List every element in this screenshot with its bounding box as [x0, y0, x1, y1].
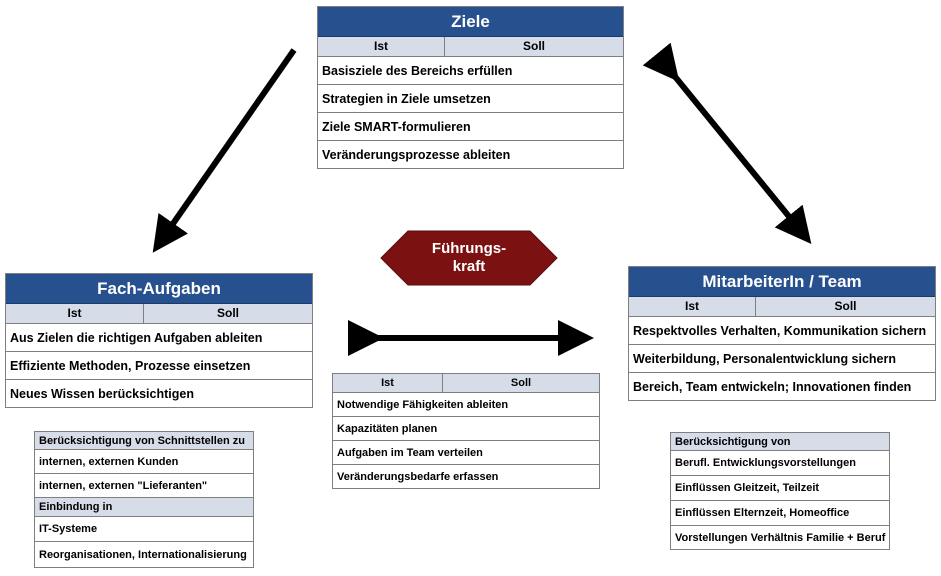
center-row: Veränderungsbedarfe erfassen	[337, 471, 499, 483]
fuehrungskraft-line2: kraft	[452, 258, 486, 275]
center-row: Notwendige Fähigkeiten ableiten	[333, 393, 599, 417]
team-soll-label: Soll	[834, 299, 857, 313]
arrow-ziele-to-fach	[152, 48, 297, 253]
center-ist-label: Ist	[333, 374, 443, 392]
left-small-row: internen, externen Kunden	[35, 450, 253, 474]
left-small-box: Berücksichtigung von Schnittstellen zu i…	[34, 431, 254, 568]
fach-row: Effiziente Methoden, Prozesse einsetzen	[6, 352, 312, 380]
team-row: Weiterbildung, Personalentwicklung siche…	[629, 345, 935, 373]
left-small-row: internen, externen "Lieferanten"	[35, 474, 253, 498]
ziele-row: Basisziele des Bereichs erfüllen	[318, 57, 623, 85]
fach-ist-label: Ist	[6, 304, 144, 323]
ziele-row: Strategien in Ziele umsetzen	[318, 85, 623, 113]
left-small-header-2: Einbindung in	[35, 498, 253, 517]
fach-row: Aus Zielen die richtigen Aufgaben ableit…	[6, 324, 312, 352]
team-row: Respektvolles Verhalten, Kommunikation s…	[629, 317, 935, 345]
fuehrungskraft-hexagon	[380, 230, 558, 286]
team-row: Bereich, Team entwickeln; Innovationen f…	[633, 380, 912, 394]
fach-aufgaben-box: Fach-Aufgaben Ist Soll Aus Zielen die ri…	[5, 273, 313, 408]
team-title: MitarbeiterIn / Team	[629, 267, 935, 297]
fuehrungskraft-line1: Führungs-	[431, 240, 507, 257]
fach-soll-label: Soll	[216, 306, 239, 320]
right-small-row: Vorstellungen Verhältnis Familie + Beruf	[675, 532, 886, 544]
right-small-row: Einflüssen Elternzeit, Homeoffice	[671, 501, 889, 526]
fach-row: Neues Wissen berücksichtigen	[10, 387, 194, 401]
ziele-title: Ziele	[318, 7, 623, 37]
ziele-ist-soll-header: Ist Soll	[318, 37, 623, 57]
right-small-header: Berücksichtigung von	[671, 433, 889, 451]
ziele-soll-label: Soll	[522, 39, 545, 53]
center-row: Aufgaben im Team verteilen	[333, 441, 599, 465]
right-small-row: Einflüssen Gleitzeit, Teilzeit	[671, 476, 889, 501]
left-small-header-1: Berücksichtigung von Schnittstellen zu	[35, 432, 253, 450]
right-small-box: Berücksichtigung von Berufl. Entwicklung…	[670, 432, 890, 550]
fach-aufgaben-title: Fach-Aufgaben	[6, 274, 312, 304]
arrow-ziele-team-double	[642, 42, 812, 244]
team-ist-label: Ist	[629, 297, 756, 316]
center-ist-soll-header: Ist Soll	[333, 374, 599, 393]
team-ist-soll-header: Ist Soll	[629, 297, 935, 317]
fach-ist-soll-header: Ist Soll	[6, 304, 312, 324]
fuehrungskraft-label: Führungs- kraft	[408, 240, 530, 276]
center-box: Ist Soll Notwendige Fähigkeiten ableiten…	[332, 373, 600, 489]
ziele-ist-label: Ist	[318, 37, 445, 56]
right-small-row: Berufl. Entwicklungsvorstellungen	[671, 451, 889, 476]
center-soll-label: Soll	[510, 377, 532, 389]
ziele-row: Ziele SMART-formulieren	[318, 113, 623, 141]
left-small-row: Reorganisationen, Internationalisierung	[39, 548, 247, 561]
center-row: Kapazitäten planen	[333, 417, 599, 441]
team-box: MitarbeiterIn / Team Ist Soll Respektvol…	[628, 266, 936, 401]
ziele-row: Veränderungsprozesse ableiten	[322, 148, 511, 162]
left-small-row: IT-Systeme	[35, 517, 253, 542]
ziele-box: Ziele Ist Soll Basisziele des Bereichs e…	[317, 6, 624, 169]
